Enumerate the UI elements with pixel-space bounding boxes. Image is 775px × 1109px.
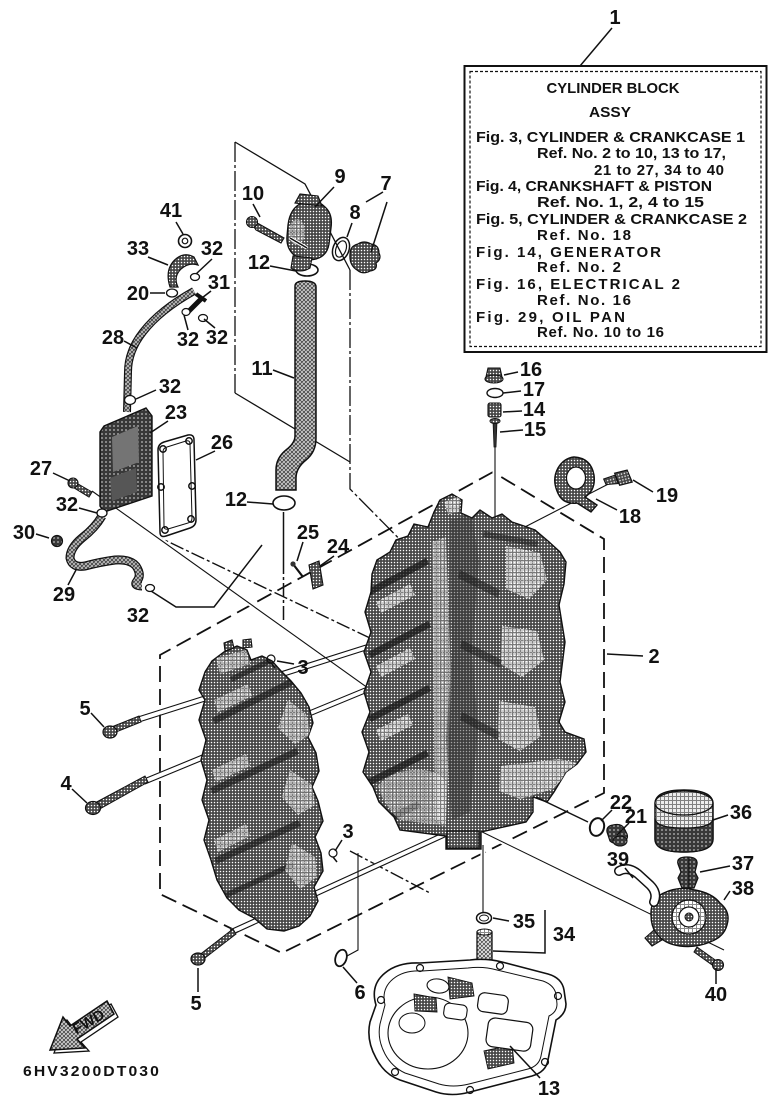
svg-text:35: 35: [513, 911, 535, 933]
svg-text:17: 17: [523, 379, 545, 401]
svg-text:24: 24: [327, 536, 350, 558]
svg-text:Ref. No. 16: Ref. No. 16: [537, 292, 631, 309]
svg-text:Fig. 16, ELECTRICAL 2: Fig. 16, ELECTRICAL 2: [476, 276, 680, 293]
svg-text:3: 3: [297, 657, 308, 679]
svg-text:12: 12: [225, 489, 247, 511]
svg-text:31: 31: [208, 272, 230, 294]
svg-text:21 to 27, 34 to 40: 21 to 27, 34 to 40: [594, 162, 724, 179]
svg-text:20: 20: [127, 283, 149, 305]
svg-text:2: 2: [648, 646, 659, 668]
svg-text:Fig. 4, CRANKSHAFT & PISTON: Fig. 4, CRANKSHAFT & PISTON: [476, 178, 712, 195]
svg-text:Ref. No. 10 to 16: Ref. No. 10 to 16: [537, 324, 664, 341]
svg-text:Ref. No. 18: Ref. No. 18: [537, 227, 631, 244]
svg-text:CYLINDER BLOCK: CYLINDER BLOCK: [547, 80, 680, 97]
svg-text:Fig. 14, GENERATOR: Fig. 14, GENERATOR: [476, 244, 661, 261]
svg-text:12: 12: [248, 252, 270, 274]
svg-text:22: 22: [610, 792, 632, 814]
svg-text:ASSY: ASSY: [589, 104, 631, 121]
svg-text:9: 9: [334, 166, 345, 188]
svg-text:26: 26: [211, 432, 233, 454]
svg-text:25: 25: [297, 522, 319, 544]
svg-text:36: 36: [730, 802, 752, 824]
svg-text:32: 32: [177, 329, 199, 351]
svg-text:11: 11: [251, 358, 272, 380]
svg-text:Fig. 5, CYLINDER & CRANKCASE 2: Fig. 5, CYLINDER & CRANKCASE 2: [476, 211, 747, 228]
svg-text:16: 16: [520, 359, 542, 381]
svg-text:38: 38: [732, 878, 754, 900]
svg-text:7: 7: [380, 173, 391, 195]
svg-text:4: 4: [60, 773, 72, 795]
svg-text:29: 29: [53, 584, 75, 606]
svg-text:40: 40: [705, 984, 727, 1006]
svg-text:Ref. No. 2 to 10, 13 to 17,: Ref. No. 2 to 10, 13 to 17,: [537, 145, 726, 162]
svg-text:Ref. No. 1, 2, 4 to 15: Ref. No. 1, 2, 4 to 15: [537, 194, 704, 211]
svg-text:27: 27: [30, 458, 52, 480]
svg-text:10: 10: [242, 183, 264, 205]
svg-text:32: 32: [201, 238, 223, 260]
svg-text:33: 33: [127, 238, 149, 260]
svg-text:15: 15: [524, 419, 546, 441]
svg-text:41: 41: [160, 200, 182, 222]
svg-text:32: 32: [159, 376, 181, 398]
svg-text:5: 5: [79, 698, 90, 720]
svg-text:39: 39: [607, 849, 629, 871]
svg-text:18: 18: [619, 506, 641, 528]
svg-text:34: 34: [553, 924, 576, 946]
svg-text:21: 21: [625, 806, 647, 828]
svg-text:23: 23: [165, 402, 187, 424]
svg-text:6: 6: [354, 982, 365, 1004]
svg-text:Ref. No. 2: Ref. No. 2: [537, 259, 621, 276]
svg-text:5: 5: [190, 993, 201, 1015]
svg-text:1: 1: [609, 7, 620, 29]
svg-text:32: 32: [127, 605, 149, 627]
svg-text:3: 3: [342, 821, 353, 843]
svg-text:32: 32: [56, 494, 78, 516]
svg-text:37: 37: [732, 853, 754, 875]
svg-text:Fig. 3, CYLINDER & CRANKCASE 1: Fig. 3, CYLINDER & CRANKCASE 1: [476, 129, 745, 146]
svg-text:19: 19: [656, 485, 678, 507]
svg-text:13: 13: [538, 1078, 560, 1100]
svg-text:28: 28: [102, 327, 124, 349]
svg-text:8: 8: [349, 202, 360, 224]
svg-text:14: 14: [523, 399, 546, 421]
svg-text:32: 32: [206, 327, 228, 349]
svg-text:6HV3200DT030: 6HV3200DT030: [23, 1063, 161, 1080]
svg-text:30: 30: [13, 522, 35, 544]
